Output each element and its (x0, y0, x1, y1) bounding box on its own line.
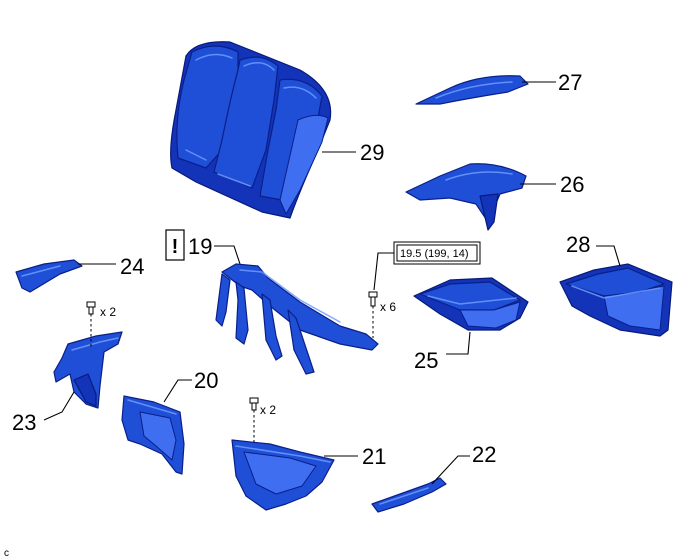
callout-27: 27 (558, 70, 582, 95)
clip-icon (249, 397, 259, 411)
panel-part-20[interactable] (121, 395, 185, 475)
leader-22 (431, 455, 470, 485)
bolt-icon (368, 291, 378, 307)
seat-frame-part-19[interactable] (215, 263, 379, 375)
seat-back-part-29[interactable] (170, 41, 332, 219)
caution-box (165, 229, 185, 261)
tray-box-part-25[interactable] (413, 277, 529, 331)
qty-bolt-19: x 6 (380, 300, 396, 314)
leader-torque (373, 252, 394, 291)
callout-20: 20 (194, 368, 218, 393)
callout-22: 22 (472, 442, 496, 467)
clip-icon (86, 301, 96, 315)
leader-25 (446, 331, 471, 355)
callout-28: 28 (566, 232, 590, 257)
callout-23: 23 (12, 410, 36, 435)
callout-26: 26 (560, 172, 584, 197)
callout-29: 29 (360, 140, 384, 165)
callout-21: 21 (362, 444, 386, 469)
leader-20 (163, 379, 192, 403)
tray-part-26[interactable] (405, 163, 527, 231)
tray-part-27[interactable] (415, 75, 529, 105)
trim-part-24[interactable] (15, 259, 83, 293)
torque-spec: 19.5 (199, 14) (400, 248, 469, 260)
leader-28 (596, 245, 621, 267)
torque-box-inner (396, 244, 478, 262)
callout-24: 24 (120, 254, 144, 279)
strip-part-22[interactable] (371, 477, 447, 513)
cushion-part-21[interactable] (231, 439, 335, 511)
leader-19 (214, 245, 241, 265)
side-trim-part-23[interactable] (53, 331, 123, 409)
callout-19: 19 (188, 234, 212, 259)
figure-code: c (4, 548, 9, 559)
leader-23 (43, 391, 75, 421)
qty-clip-23: x 2 (100, 305, 116, 319)
caution-mark: ! (172, 236, 179, 258)
callout-25: 25 (414, 348, 438, 373)
storage-bin-part-28[interactable] (559, 263, 673, 337)
qty-clip-21: x 2 (260, 403, 276, 417)
